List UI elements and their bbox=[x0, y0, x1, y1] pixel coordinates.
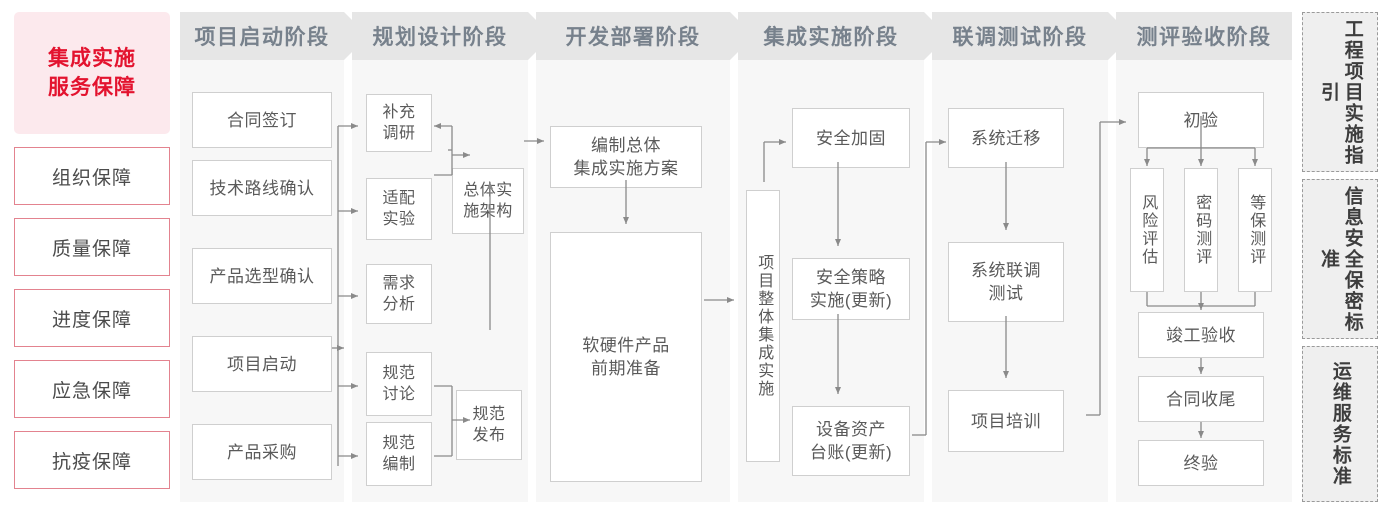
guarantee-rail-title: 集成实施 服务保障 bbox=[14, 12, 170, 134]
phase-body-evaluation-acceptance: 初验 风险评估 密码测评 等保测评 竣工验收 合同收尾 终验 bbox=[1116, 60, 1292, 502]
node-equipment-asset-ledger[interactable]: 设备资产 台账(更新) bbox=[792, 406, 910, 476]
node-supplementary-research[interactable]: 补充 调研 bbox=[366, 94, 432, 152]
phase-column-integration-implementation: 集成实施阶段 项目整体集成实施 安全加固 安全策略 实施(更新) 设备资产 台账… bbox=[738, 12, 954, 502]
guarantee-item-emergency[interactable]: 应急保障 bbox=[14, 360, 170, 418]
node-security-hardening[interactable]: 安全加固 bbox=[792, 108, 910, 168]
phase-column-planning-design: 规划设计阶段 补充 调研 适配 实验 需求 分析 规范 讨论 规范 编制 总体实… bbox=[352, 12, 558, 502]
node-spec-discussion[interactable]: 规范 讨论 bbox=[366, 352, 432, 416]
phase-header-label: 规划设计阶段 bbox=[372, 26, 508, 49]
phase-column-joint-testing: 联调测试阶段 系统迁移 系统联调 测试 项目培训 bbox=[932, 12, 1138, 502]
phase-header-label: 联调测试阶段 bbox=[952, 26, 1088, 49]
node-contract-signing[interactable]: 合同签订 bbox=[192, 92, 332, 148]
node-preliminary-acceptance[interactable]: 初验 bbox=[1138, 92, 1264, 148]
node-final-acceptance[interactable]: 终验 bbox=[1138, 440, 1264, 486]
guarantee-rail-title-line1: 集成实施 bbox=[48, 47, 136, 70]
standard-label: 工程项目实施指引 bbox=[1318, 18, 1363, 166]
node-overall-integration-plan[interactable]: 编制总体 集成实施方案 bbox=[550, 126, 702, 188]
phase-header-project-initiation: 项目启动阶段 bbox=[180, 12, 374, 60]
node-product-procurement[interactable]: 产品采购 bbox=[192, 424, 332, 480]
phase-body-integration-implementation: 项目整体集成实施 安全加固 安全策略 实施(更新) 设备资产 台账(更新) bbox=[738, 60, 924, 502]
phase-body-development-deployment: 编制总体 集成实施方案 软硬件产品 前期准备 bbox=[536, 60, 730, 502]
node-overall-impl-architecture[interactable]: 总体实 施架构 bbox=[452, 168, 524, 234]
node-risk-assessment[interactable]: 风险评估 bbox=[1130, 168, 1164, 292]
node-project-training[interactable]: 项目培训 bbox=[948, 390, 1064, 452]
phase-header-development-deployment: 开发部署阶段 bbox=[536, 12, 760, 60]
guarantee-rail-title-line2: 服务保障 bbox=[48, 76, 136, 99]
standard-label: 信息安全保密标准 bbox=[1318, 185, 1363, 333]
guarantee-rail: 集成实施 服务保障 组织保障 质量保障 进度保障 应急保障 抗疫保障 bbox=[14, 12, 170, 502]
node-adaptation-experiment[interactable]: 适配 实验 bbox=[366, 178, 432, 240]
phase-header-joint-testing: 联调测试阶段 bbox=[932, 12, 1138, 60]
phase-header-planning-design: 规划设计阶段 bbox=[352, 12, 558, 60]
node-mlps-evaluation[interactable]: 等保测评 bbox=[1238, 168, 1272, 292]
node-project-kickoff[interactable]: 项目启动 bbox=[192, 336, 332, 392]
phase-column-project-initiation: 项目启动阶段 合同签订 技术路线确认 产品选型确认 项目启动 产品采购 bbox=[180, 12, 374, 502]
phase-column-development-deployment: 开发部署阶段 编制总体 集成实施方案 软硬件产品 前期准备 bbox=[536, 12, 760, 502]
node-hw-sw-preparation[interactable]: 软硬件产品 前期准备 bbox=[550, 232, 702, 482]
phase-body-planning-design: 补充 调研 适配 实验 需求 分析 规范 讨论 规范 编制 总体实 施架构 规范… bbox=[352, 60, 528, 502]
guarantee-item-schedule[interactable]: 进度保障 bbox=[14, 289, 170, 347]
standard-item-security-confidentiality[interactable]: 信息安全保密标准 bbox=[1302, 179, 1378, 339]
node-security-policy-impl[interactable]: 安全策略 实施(更新) bbox=[792, 258, 910, 320]
phase-header-label: 集成实施阶段 bbox=[763, 26, 899, 49]
phase-header-integration-implementation: 集成实施阶段 bbox=[738, 12, 954, 60]
guarantee-item-epidemic[interactable]: 抗疫保障 bbox=[14, 431, 170, 489]
node-system-migration[interactable]: 系统迁移 bbox=[948, 108, 1064, 168]
node-requirements-analysis[interactable]: 需求 分析 bbox=[366, 264, 432, 324]
node-cryptography-eval[interactable]: 密码测评 bbox=[1184, 168, 1218, 292]
node-spec-drafting[interactable]: 规范 编制 bbox=[366, 422, 432, 486]
phase-header-evaluation-acceptance: 测评验收阶段 bbox=[1116, 12, 1292, 60]
phase-header-label: 项目启动阶段 bbox=[194, 26, 330, 49]
phase-body-project-initiation: 合同签订 技术路线确认 产品选型确认 项目启动 产品采购 bbox=[180, 60, 344, 502]
phase-column-evaluation-acceptance: 测评验收阶段 初验 风险评估 密码测评 等保测评 竣工验收 合同收尾 终验 bbox=[1116, 12, 1292, 502]
node-product-selection[interactable]: 产品选型确认 bbox=[192, 248, 332, 304]
phase-body-joint-testing: 系统迁移 系统联调 测试 项目培训 bbox=[932, 60, 1108, 502]
standard-item-ops-service[interactable]: 运维服务标准 bbox=[1302, 346, 1378, 502]
node-overall-project-integration[interactable]: 项目整体集成实施 bbox=[746, 190, 780, 462]
node-tech-route-confirm[interactable]: 技术路线确认 bbox=[192, 160, 332, 216]
standard-label: 运维服务标准 bbox=[1329, 361, 1351, 487]
guarantee-item-organization[interactable]: 组织保障 bbox=[14, 147, 170, 205]
guarantee-item-quality[interactable]: 质量保障 bbox=[14, 218, 170, 276]
node-contract-closeout[interactable]: 合同收尾 bbox=[1138, 376, 1264, 422]
node-system-joint-test[interactable]: 系统联调 测试 bbox=[948, 242, 1064, 322]
phase-header-label: 测评验收阶段 bbox=[1136, 26, 1272, 49]
node-spec-release[interactable]: 规范 发布 bbox=[456, 390, 522, 460]
standard-item-engineering-guideline[interactable]: 工程项目实施指引 bbox=[1302, 12, 1378, 172]
node-completion-acceptance[interactable]: 竣工验收 bbox=[1138, 312, 1264, 358]
phase-header-label: 开发部署阶段 bbox=[565, 26, 701, 49]
standards-rail: 工程项目实施指引 信息安全保密标准 运维服务标准 bbox=[1302, 12, 1378, 502]
